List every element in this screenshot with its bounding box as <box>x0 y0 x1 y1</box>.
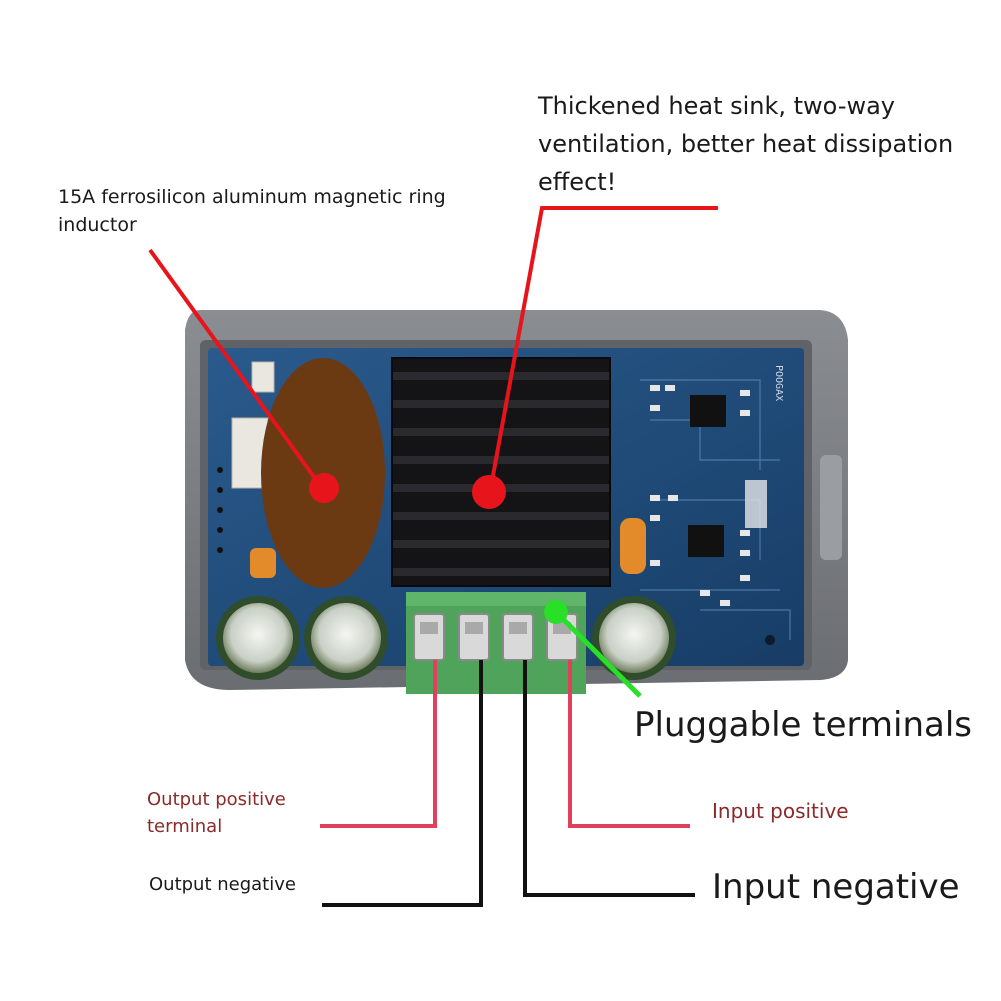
input-positive-label: Input positive <box>712 799 849 823</box>
chip-upper <box>690 395 726 427</box>
wire-output-negative <box>322 660 483 907</box>
capacitor-left-1 <box>216 596 300 680</box>
heatsink-label: Thickened heat sink, two-way ventilation… <box>538 92 954 196</box>
chip-lower <box>688 525 724 557</box>
input-negative-label: Input negative <box>712 867 960 907</box>
pointer-heatsink <box>472 206 718 509</box>
pointer-inductor <box>148 248 339 503</box>
wire-input-negative <box>523 660 695 897</box>
header-pins <box>217 467 223 553</box>
brand-text: POOGAX <box>773 365 784 401</box>
wire-input-positive <box>568 660 690 828</box>
brand-sticker <box>745 480 767 528</box>
output-positive-label: Output positive terminal <box>147 789 286 837</box>
capacitor-left-2 <box>304 596 388 680</box>
capacitor-right <box>592 596 676 680</box>
smd-components <box>650 385 750 606</box>
terminals-label: Pluggable terminals <box>634 705 972 745</box>
toroid-inductor <box>257 358 389 588</box>
inductor-label: 15A ferrosilicon aluminum magnetic ring … <box>58 186 446 236</box>
wire-output-positive <box>320 660 437 828</box>
tantalum-cap-right <box>620 518 646 574</box>
heat-sink <box>391 357 611 587</box>
mount-hole <box>765 635 775 645</box>
output-negative-label: Output negative <box>149 874 296 895</box>
pointer-terminals <box>544 600 642 698</box>
